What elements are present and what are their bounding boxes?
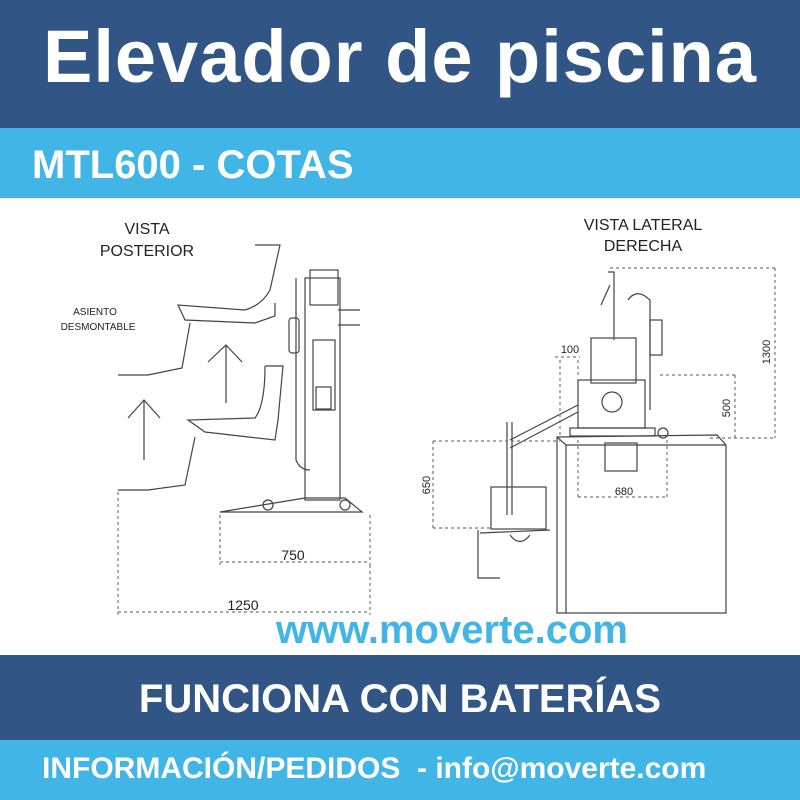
feature-text: FUNCIONA CON BATERÍAS — [138, 677, 662, 721]
rear-view: VISTA POSTERIOR ASIENTO DESMONTABLE 750 … — [61, 221, 371, 615]
subheader-banner: MTL600 - COTAS — [0, 128, 800, 198]
side-view-title-1: VISTA LATERAL — [584, 217, 703, 234]
feature-banner: FUNCIONA CON BATERÍAS — [0, 655, 800, 740]
technical-drawing: VISTA POSTERIOR ASIENTO DESMONTABLE 750 … — [61, 217, 776, 615]
page-title: Elevador de piscina — [42, 15, 758, 98]
dim-1300: 1300 — [761, 340, 773, 364]
seat-label-1: ASIENTO — [73, 307, 117, 318]
dim-100: 100 — [561, 344, 579, 356]
contact-banner: INFORMACIÓN/PEDIDOS - info@moverte.com — [0, 740, 800, 800]
contact-text: INFORMACIÓN/PEDIDOS - info@moverte.com — [42, 752, 707, 785]
header-banner: Elevador de piscina — [0, 0, 800, 128]
dim-1250: 1250 — [227, 597, 258, 613]
seat-label-2: DESMONTABLE — [61, 322, 136, 333]
model-title: MTL600 - COTAS — [32, 143, 354, 187]
dim-680: 680 — [615, 486, 633, 498]
rear-view-title-2: POSTERIOR — [100, 243, 194, 260]
dim-750: 750 — [281, 547, 305, 563]
rear-view-title-1: VISTA — [124, 221, 169, 238]
website-link[interactable]: www.moverte.com — [276, 608, 628, 652]
side-view-title-2: DERECHA — [604, 238, 683, 255]
dim-650: 650 — [421, 476, 433, 494]
side-view: VISTA LATERAL DERECHA 100 1300 500 650 6… — [421, 217, 776, 614]
dim-500: 500 — [721, 399, 733, 417]
